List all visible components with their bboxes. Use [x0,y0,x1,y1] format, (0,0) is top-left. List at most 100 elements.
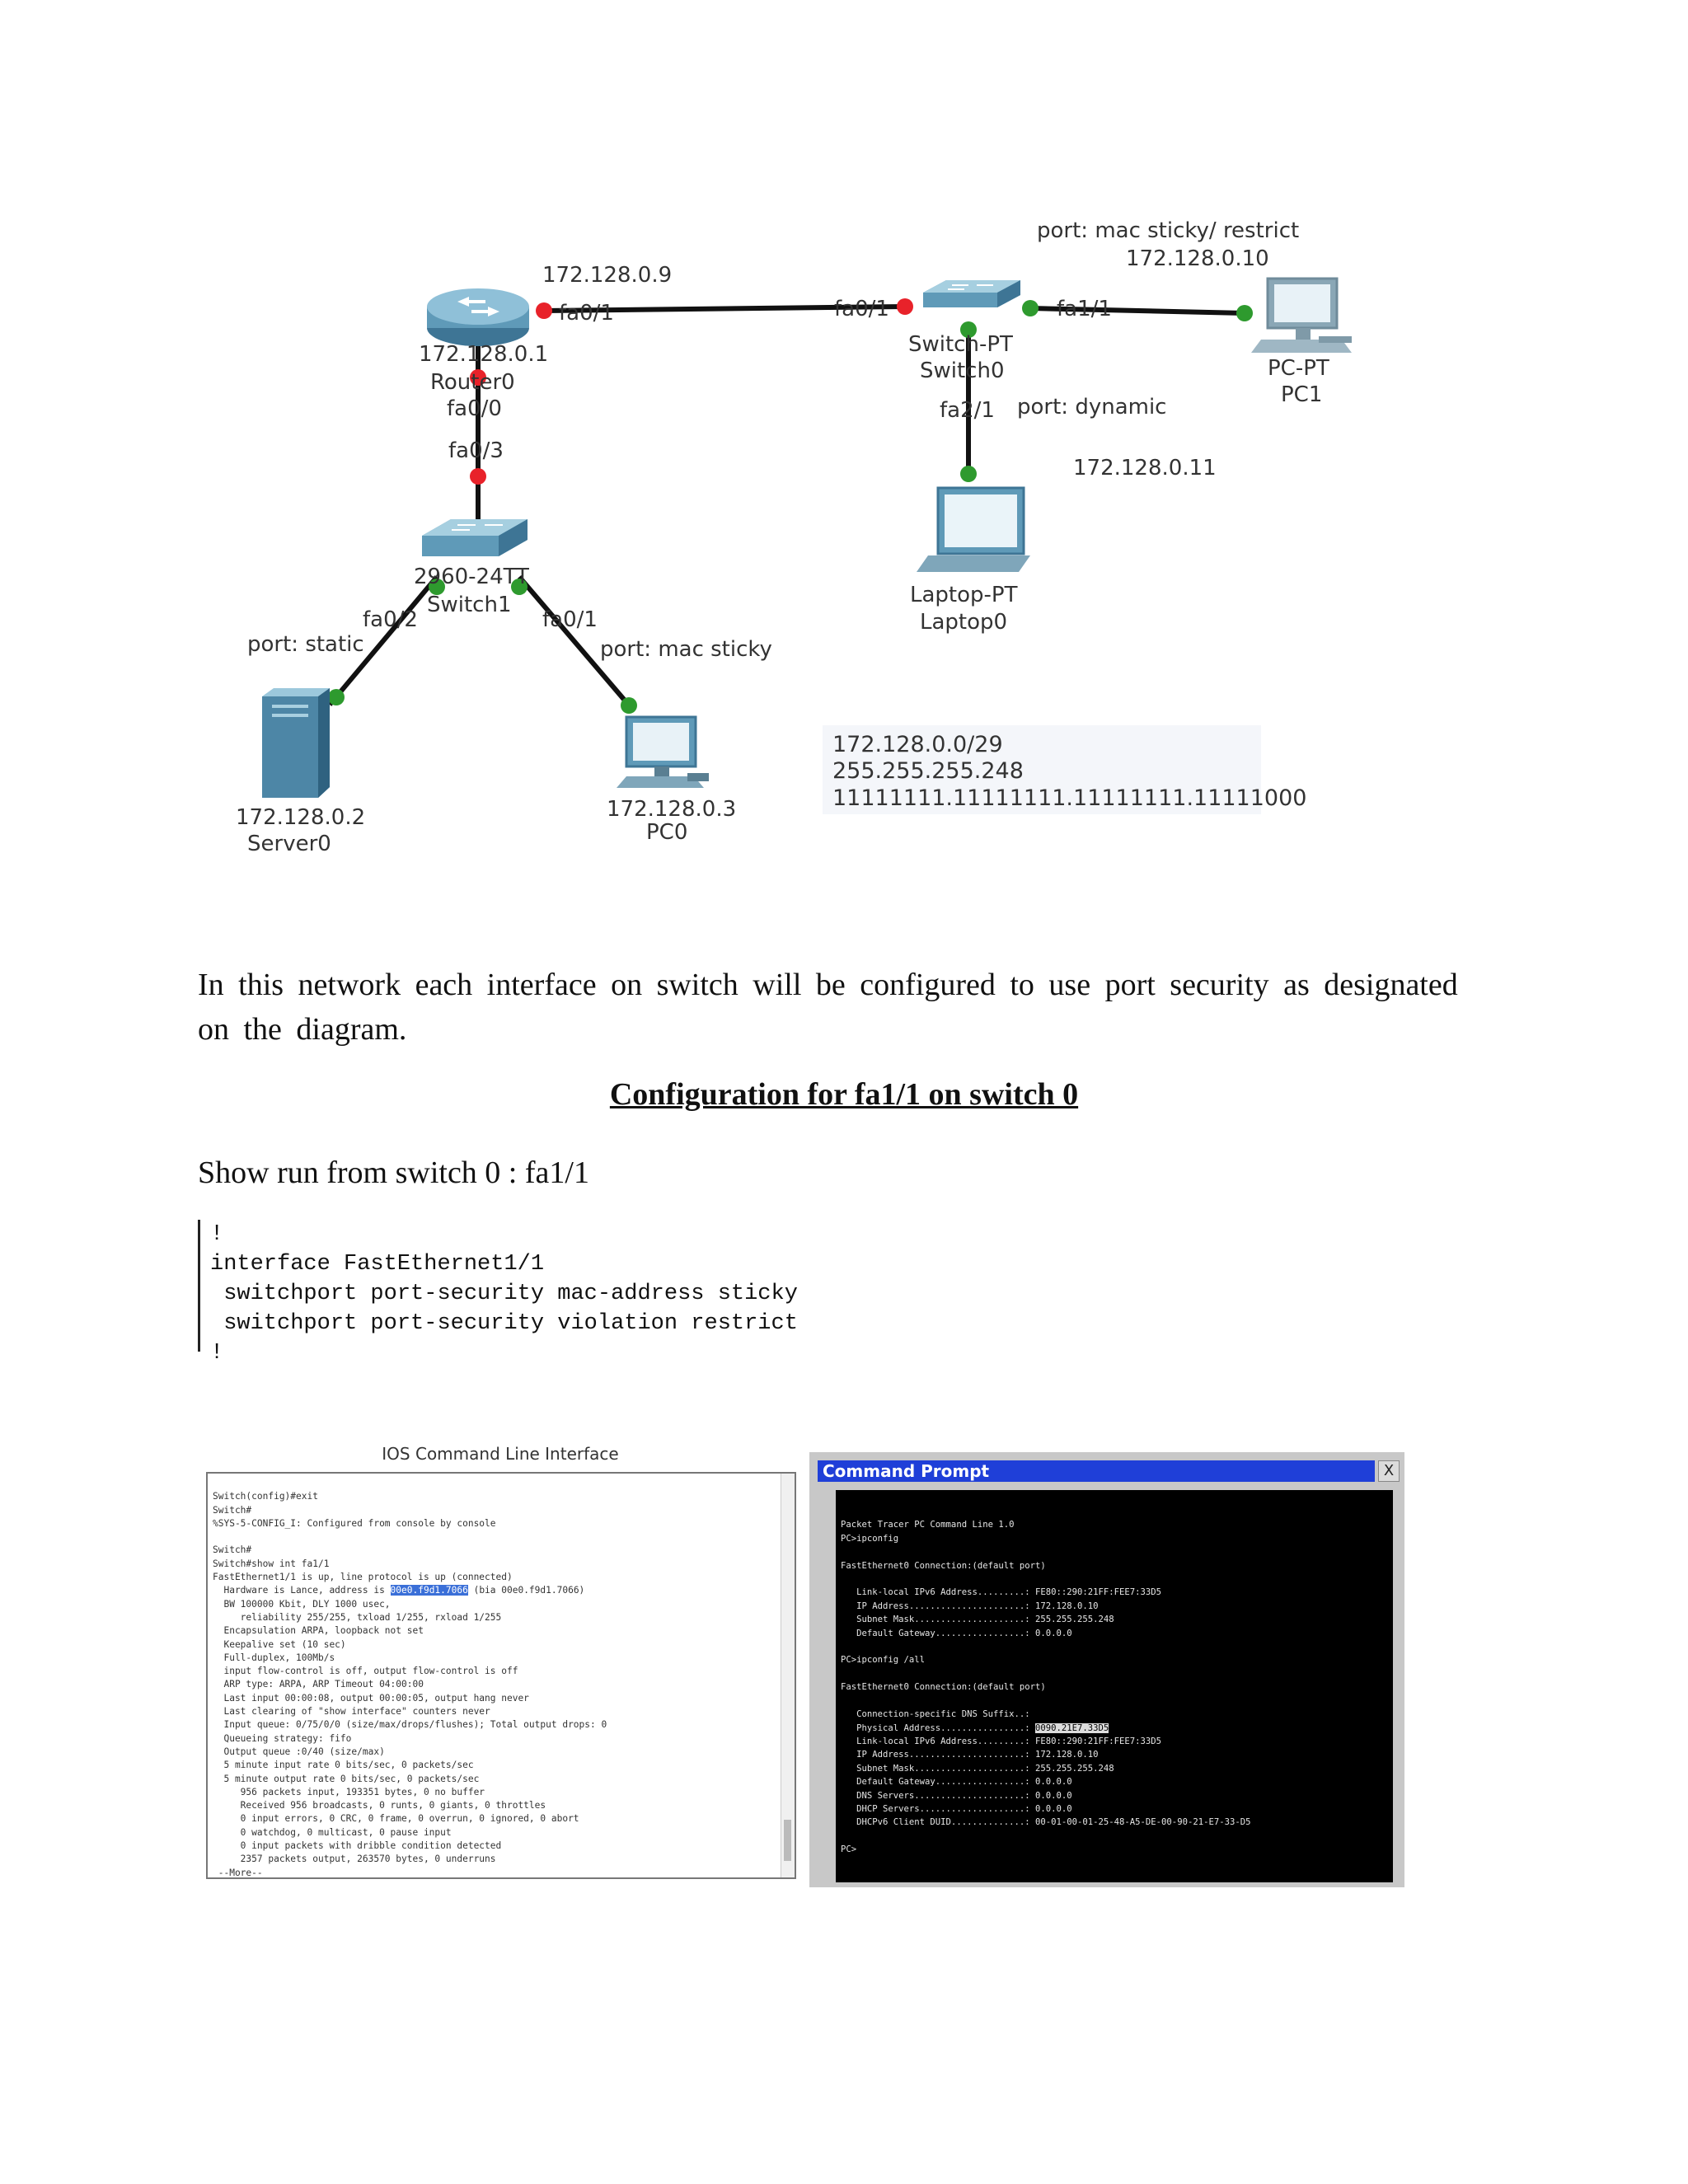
network-diagram: 172.128.0.9 fa0/1 172.128.0.1 Router0 fa… [236,218,1352,856]
pc1-ip-label: 172.128.0.10 [1126,246,1269,271]
cmd-line: IP Address......................: 172.12… [841,1601,1099,1611]
cli-line: 0 watchdog, 0 multicast, 0 pause input [213,1826,452,1838]
pc1-model-label: PC-PT [1268,356,1329,381]
switch1-static-note: port: static [247,632,364,657]
pc1-icon [1251,277,1352,353]
code-line: ! [210,1222,224,1247]
code-line: switchport port-security mac-address sti… [210,1282,798,1306]
switch1-model-label: 2960-24TT [414,565,529,589]
switch1-sticky-note: port: mac sticky [600,637,772,662]
command-prompt-title: Command Prompt [823,1461,990,1481]
cli-line: reliability 255/255, txload 1/255, rxloa… [213,1611,502,1623]
cmd-line: Link-local IPv6 Address.........: FE80::… [841,1587,1162,1598]
cmd-line: DHCP Servers....................: 0.0.0.… [841,1803,1072,1814]
router-ip-top-label: 172.128.0.9 [542,263,672,288]
switch1-icon [422,519,528,556]
switch1-fa03-label: fa0/3 [448,438,504,463]
ios-cli-window: IOS Command Line Interface Switch(config… [203,1442,798,1879]
cli-line: Input queue: 0/75/0/0 (size/max/drops/fl… [213,1719,607,1731]
cli-line: 2357 packets output, 263570 bytes, 0 und… [213,1854,496,1865]
code-line: interface FastEthernet1/1 [210,1252,545,1277]
switch0-sticky-restrict-note: port: mac sticky/ restrict [1037,218,1299,243]
cli-line: FastEthernet1/1 is up, line protocol is … [213,1572,513,1583]
cmd-line: Packet Tracer PC Command Line 1.0 [841,1520,1015,1530]
subnet-mask-label: 255.255.255.248 [832,758,1024,784]
ios-cli-text: Switch(config)#exit Switch# %SYS-5-CONFI… [213,1477,773,1877]
cli-line: 0 input packets with dribble condition d… [213,1840,502,1852]
cli-line: Last clearing of "show interface" counte… [213,1706,490,1718]
cli-line: Full-duplex, 100Mb/s [213,1652,335,1663]
cli-line: 956 packets input, 193351 bytes, 0 no bu… [213,1786,485,1797]
cli-line: Switch#show int fa1/1 [213,1558,330,1569]
running-config-code: ! interface FastEthernet1/1 switchport p… [198,1220,952,1366]
cli-line: Hardware is Lance, address is [213,1585,391,1596]
pc0-name-label: PC0 [646,820,687,845]
selected-hw-address: 00e0.f9d1.7066 [390,1585,468,1596]
router-fa01-label: fa0/1 [559,301,614,326]
port-dot-switch1-fa02 [429,579,445,595]
command-prompt-titlebar: Command Prompt [818,1460,1375,1482]
switch1-name-label: Switch1 [427,593,512,617]
link-switch1-server0 [327,575,439,706]
laptop0-name-label: Laptop0 [920,610,1007,635]
ios-cli-scrollbar[interactable] [781,1474,795,1877]
cli-line: 5 minute output rate 0 bits/sec, 0 packe… [213,1773,480,1784]
subnet-network-label: 172.128.0.0/29 [832,732,1003,757]
command-prompt-text: Packet Tracer PC Command Line 1.0 PC>ipc… [841,1505,1391,1857]
server0-ip-label: 172.128.0.2 [236,805,365,830]
cli-bia: (bia 00e0.f9d1.7066) [467,1585,585,1596]
port-dot-router-fa00 [470,369,486,386]
port-indicators [328,298,1253,714]
port-dot-switch0-fa01 [897,298,913,315]
cli-line: Received 956 broadcasts, 0 runts, 0 gian… [213,1800,546,1811]
server0-name-label: Server0 [247,832,331,856]
cli-line: 5 minute input rate 0 bits/sec, 0 packet… [213,1760,474,1771]
code-line: ! [210,1341,224,1366]
switch0-fa11-label: fa1/1 [1057,297,1112,321]
labels: 172.128.0.9 fa0/1 172.128.0.1 Router0 fa… [236,218,1329,856]
subnet-binary-label: 11111111.11111111.11111111.11111000 [832,785,1306,811]
link-switch1-pc0 [517,575,633,709]
switch1-fa01-label: fa0/1 [542,607,598,632]
laptop0-icon [917,486,1030,572]
cmd-line: DHCPv6 Client DUID..............: 00-01-… [841,1817,1251,1828]
cmd-line: IP Address......................: 172.12… [841,1750,1099,1760]
port-dot-laptop0 [960,466,977,482]
cmd-line: PC>ipconfig /all [841,1655,926,1666]
cli-line: Keepalive set (10 sec) [213,1638,346,1650]
cli-line: Switch# [213,1504,252,1516]
router-icon [427,288,529,346]
intro-paragraph: In this network each interface on switch… [198,968,1458,1047]
command-prompt-window: Command Prompt X Packet Tracer PC Comman… [809,1452,1404,1887]
ios-cli-output[interactable]: Switch(config)#exit Switch# %SYS-5-CONFI… [206,1472,796,1879]
port-dot-switch1-fa01 [511,579,528,595]
switch0-name-label: Switch0 [920,359,1005,383]
command-prompt-output[interactable]: Packet Tracer PC Command Line 1.0 PC>ipc… [836,1490,1393,1882]
subnet-box [823,725,1261,814]
router-ip-label: 172.128.0.1 [419,342,548,367]
close-button[interactable]: X [1378,1460,1400,1482]
code-line: switchport port-security violation restr… [210,1311,798,1336]
port-dot-switch1-fa03 [470,468,486,485]
show-run-caption: Show run from switch 0 : fa1/1 [198,1155,589,1190]
cmd-line: Default Gateway.................: 0.0.0.… [841,1628,1072,1638]
ios-cli-title: IOS Command Line Interface [382,1444,619,1464]
pc0-ip-label: 172.128.0.3 [607,797,736,822]
cmd-line: Physical Address................: [841,1722,1035,1733]
laptop0-ip-label: 172.128.0.11 [1073,456,1217,480]
cmd-line: PC>ipconfig [841,1533,899,1544]
cmd-line: FastEthernet0 Connection:(default port) [841,1682,1046,1693]
switch0-icon [923,280,1020,307]
port-dot-switch0-fa11 [1022,300,1039,316]
scrollbar-thumb[interactable] [784,1820,791,1861]
port-dot-pc1 [1236,305,1253,321]
cmd-line: DNS Servers.....................: 0.0.0.… [841,1790,1072,1801]
switch0-fa21-label: fa2/1 [940,398,995,423]
port-dot-pc0 [621,697,637,714]
link-switch0-pc1 [1029,306,1245,316]
switch1-fa02-label: fa0/2 [363,607,418,632]
cmd-line: Default Gateway.................: 0.0.0.… [841,1777,1072,1788]
cmd-line: FastEthernet0 Connection:(default port) [841,1560,1046,1571]
cli-line: ARP type: ARPA, ARP Timeout 04:00:00 [213,1679,424,1690]
cli-line: input flow-control is off, output flow-c… [213,1666,518,1677]
